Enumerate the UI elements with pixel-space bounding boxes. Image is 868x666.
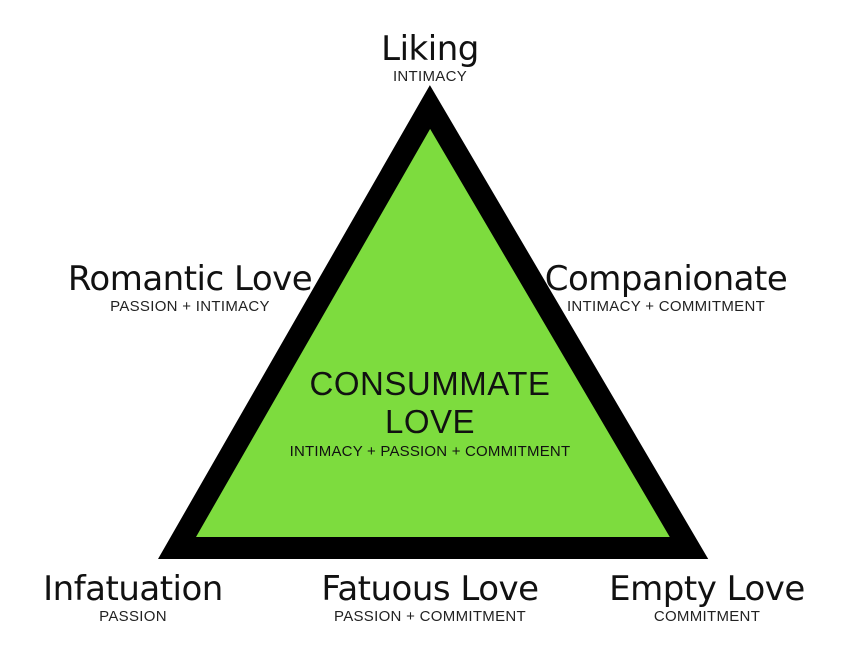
node-fatuous-love-subtitle: PASSION + COMMITMENT [334,608,526,625]
node-romantic-love-subtitle: PASSION + INTIMACY [110,298,270,315]
node-consummate-love-line1: CONSUMMATE [309,365,551,402]
node-infatuation-subtitle: PASSION [99,608,167,625]
node-liking-subtitle: INTIMACY [392,68,468,85]
node-infatuation: Infatuation PASSION [43,570,223,626]
node-fatuous-love-title: Fatuous Love [321,569,539,609]
node-liking-title: Liking [381,29,479,69]
node-companionate-subtitle: INTIMACY + COMMITMENT [566,298,766,315]
node-romantic-love-title: Romantic Love [67,259,313,299]
node-fatuous-love: Fatuous Love PASSION + COMMITMENT [321,569,539,626]
node-companionate: Companionate INTIMACY + COMMITMENT [545,260,788,316]
node-empty-love-title: Empty Love [609,569,805,609]
node-empty-love-subtitle: COMMITMENT [653,608,761,625]
node-infatuation-title: Infatuation [43,569,223,609]
node-empty-love: Empty Love COMMITMENT [609,570,805,626]
node-consummate-love-line2: LOVE [384,403,476,440]
node-romantic-love: Romantic Love PASSION + INTIMACY [67,259,313,316]
node-companionate-title: Companionate [544,259,788,299]
node-liking: Liking INTIMACY [381,30,479,86]
node-consummate-love-subtitle: INTIMACY + PASSION + COMMITMENT [289,443,571,460]
triangle-shape [158,85,709,559]
node-consummate-love: CONSUMMATE LOVE INTIMACY + PASSION + COM… [290,365,571,461]
